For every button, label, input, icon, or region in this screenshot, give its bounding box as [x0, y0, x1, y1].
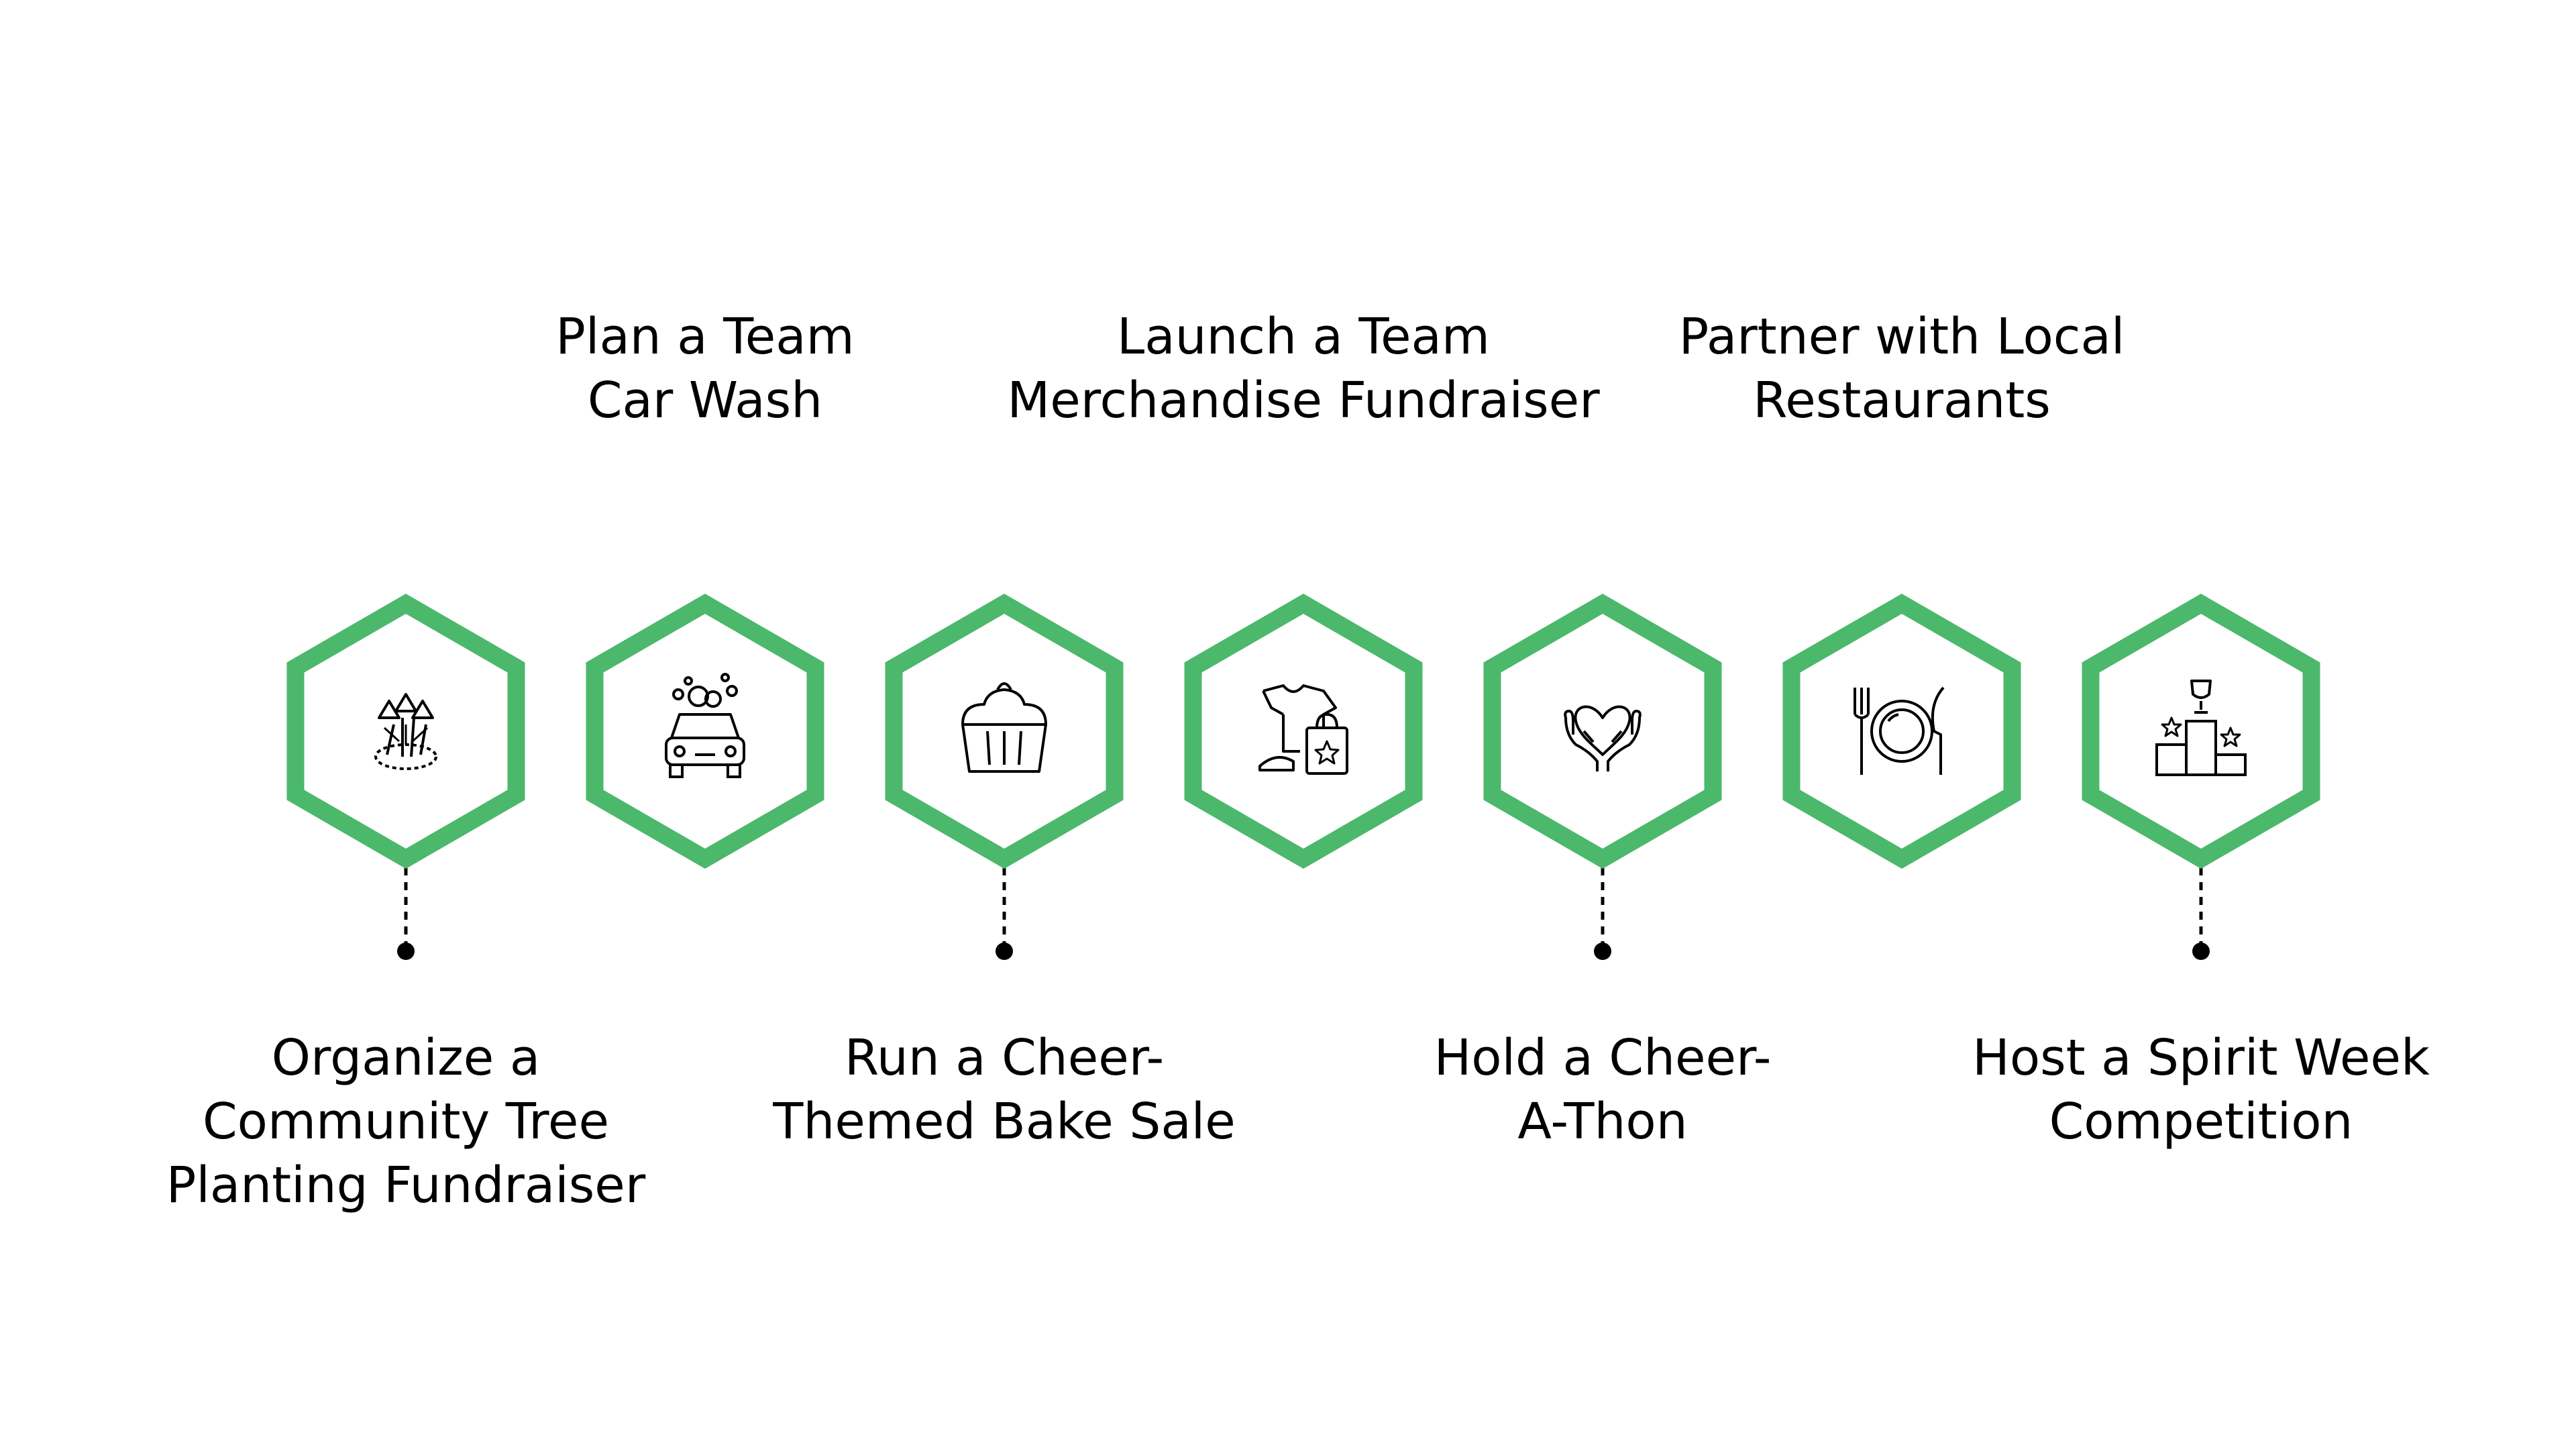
hexagon-step-2 — [586, 593, 824, 869]
connector-dot-1 — [397, 943, 415, 960]
step-label-line: Host a Spirit Week — [1972, 1029, 2430, 1087]
step-label-line: Plan a Team — [555, 308, 855, 366]
step-label-line: Competition — [2049, 1093, 2353, 1150]
hexagon-step-4 — [1184, 593, 1423, 869]
step-label-5: Hold a Cheer- A-Thon — [1267, 1026, 1938, 1154]
hexagon-step-5 — [1483, 593, 1722, 869]
connector-dot-7 — [2192, 943, 2210, 960]
hexagon-step-6 — [1782, 593, 2021, 869]
step-label-line: Organize a — [271, 1029, 541, 1087]
step-label-line: Themed Bake Sale — [773, 1093, 1236, 1150]
step-label-line: Planting Fundraiser — [166, 1157, 646, 1214]
step-label-line: Launch a Team — [1117, 308, 1490, 366]
connector-dot-3 — [996, 943, 1013, 960]
step-label-line: Restaurants — [1753, 372, 2051, 429]
step-label-line: Merchandise Fundraiser — [1007, 372, 1600, 429]
hexagons — [286, 593, 2320, 869]
hexagon-step-7 — [2082, 593, 2320, 869]
connectors — [397, 867, 2210, 960]
step-label-line: A-Thon — [1517, 1093, 1688, 1150]
step-label-line: Run a Cheer- — [844, 1029, 1165, 1087]
step-label-line: Car Wash — [587, 372, 823, 429]
step-label-line: Partner with Local — [1678, 308, 2125, 366]
step-label-line: Community Tree — [203, 1093, 609, 1150]
step-label-line: Hold a Cheer- — [1434, 1029, 1772, 1087]
connector-dot-5 — [1594, 943, 1611, 960]
step-label-3: Run a Cheer- Themed Bake Sale — [669, 1026, 1340, 1154]
